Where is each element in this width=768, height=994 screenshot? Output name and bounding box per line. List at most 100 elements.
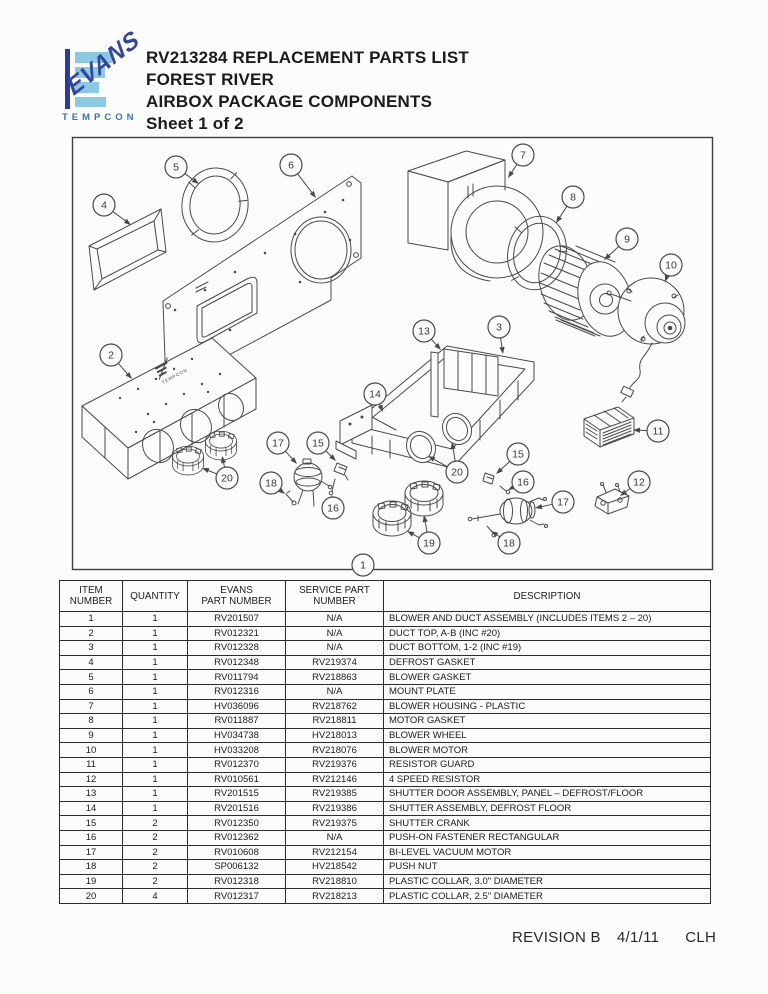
item-number-cell: 19 [59,873,123,890]
item-number-cell: 1 [59,611,123,627]
logo-bar [75,67,105,78]
item-number-cell: 8 [59,713,123,729]
part-blower-motor [606,277,686,403]
item-number-cell: 9 [59,727,123,744]
callout-20: 20 [428,442,469,484]
evans-part-cell: RV201516 [187,800,286,817]
service-part-cell: RV219375 [285,815,384,831]
quantity-cell: 1 [122,625,188,642]
description-cell: 4 SPEED RESISTOR [383,771,711,788]
item-number-cell: 10 [59,742,123,758]
service-part-cell: RV219386 [285,800,384,817]
part-fastener-left [328,478,336,496]
service-part-cell: N/A [285,625,384,642]
quantity-cell: 1 [122,611,188,627]
evans-part-cell: RV012317 [187,888,286,904]
evans-part-cell: RV011887 [187,713,286,729]
quantity-cell: 1 [122,786,188,802]
quantity-cell: 1 [122,800,188,817]
description-cell: PUSH-ON FASTENER RECTANGULAR [383,829,711,846]
callout-18: 18 [491,531,521,555]
svg-text:18: 18 [265,478,277,490]
part-blower-gasket [181,167,249,243]
callout-19: 19 [407,515,441,555]
callout-4: 4 [92,193,131,225]
callout-16: 16 [321,495,345,520]
description-cell: BLOWER MOTOR [383,742,711,758]
item-number-cell: 18 [59,859,123,875]
service-part-cell: N/A [285,683,384,700]
callout-7: 7 [508,143,535,178]
evans-part-cell: RV010561 [187,771,286,788]
svg-text:14: 14 [369,389,381,401]
svg-text:18: 18 [503,538,515,550]
svg-text:8: 8 [570,192,576,204]
svg-text:9: 9 [624,234,630,246]
service-part-cell: RV218863 [285,669,384,685]
quantity-cell: 1 [122,756,188,773]
service-part-cell: N/A [285,611,384,627]
service-part-cell: RV219385 [285,786,384,802]
quantity-cell: 1 [122,683,188,700]
revision-date: 4/1/11 [616,929,660,946]
evans-part-cell: SP006132 [187,859,286,875]
service-part-cell: RV218213 [285,888,384,904]
svg-text:16: 16 [517,477,529,489]
svg-text:1: 1 [360,560,366,572]
evans-part-cell: HV034738 [187,727,286,744]
column-header: DESCRIPTION [383,580,711,612]
part-resistor [594,482,630,515]
callout-15: 15 [496,442,530,474]
service-part-cell: HV218542 [285,859,384,875]
service-part-cell: N/A [285,829,384,846]
callout-3: 3 [487,315,511,354]
callout-18: 18 [259,471,285,495]
description-cell: PLASTIC COLLAR, 2.5" DIAMETER [383,888,711,904]
item-number-cell: 5 [59,669,123,685]
description-cell: DUCT TOP, A-B (INC #20) [383,625,711,642]
part-push-nut-left [285,490,297,506]
part-shutter-crank-right [482,472,495,485]
item-number-cell: 12 [59,771,123,788]
description-cell: SHUTTER ASSEMBLY, DEFROST FLOOR [383,800,711,817]
item-number-cell: 4 [59,654,123,671]
part-defrost-gasket [88,208,167,291]
quantity-cell: 2 [122,859,188,875]
item-number-cell: 13 [59,786,123,802]
callout-9: 9 [604,227,639,260]
part-shutter-assembly [335,404,397,460]
svg-text:6: 6 [288,160,294,172]
quantity-cell: 1 [122,713,188,729]
svg-text:17: 17 [557,497,569,509]
svg-text:2: 2 [108,350,114,362]
callout-17: 17 [535,490,575,514]
logo-tempcon-text: TEMPCON [62,112,138,123]
item-number-cell: 11 [59,756,123,773]
revision-footer: REVISION B 4/1/11 CLH [512,929,716,946]
callout-12: 12 [620,470,651,496]
description-cell: SHUTTER DOOR ASSEMBLY, PANEL – DEFROST/F… [383,786,711,802]
callout-8: 8 [556,185,585,223]
service-part-cell: RV219374 [285,654,384,671]
evans-part-cell: RV011794 [187,669,286,685]
callout-14: 14 [363,382,387,412]
service-part-cell: RV218762 [285,698,384,715]
part-shutter-door [443,348,499,397]
callout-13: 13 [412,319,441,350]
evans-part-cell: RV012318 [187,873,286,890]
item-number-cell: 7 [59,698,123,715]
